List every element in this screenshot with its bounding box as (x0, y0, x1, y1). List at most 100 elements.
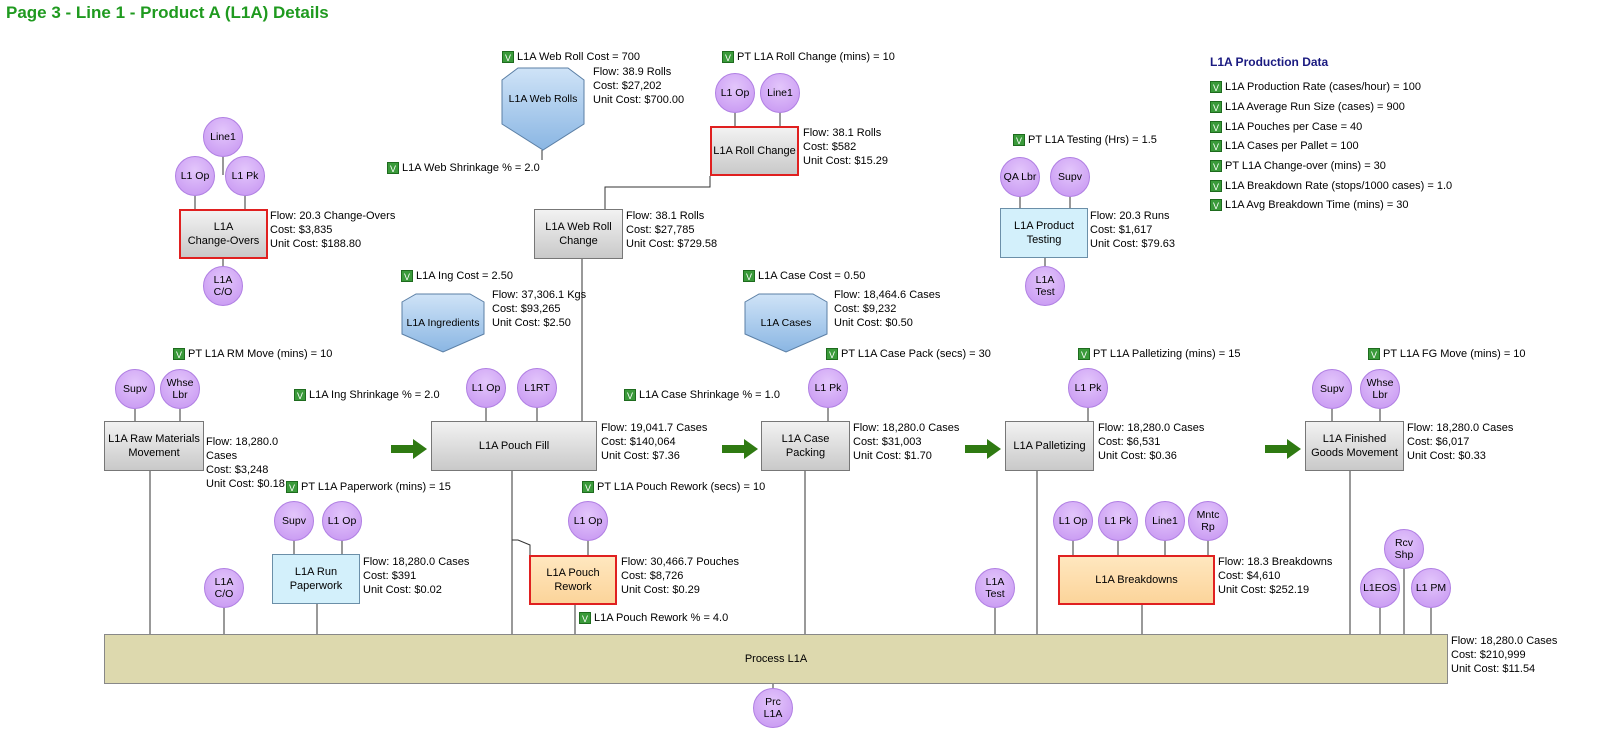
resource-prc-l1a[interactable]: Prc L1A (753, 688, 793, 728)
check-icon: V (294, 389, 306, 401)
web-rolls-store[interactable] (500, 66, 586, 152)
resource-l1-pk[interactable]: L1 Pk (1068, 368, 1108, 408)
ingredients-label: L1A Ingredients (406, 317, 480, 329)
resource-l1-op[interactable]: L1 Op (568, 501, 608, 541)
resource-l1-op[interactable]: L1 Op (466, 368, 506, 408)
resource-whse-lbr[interactable]: Whse Lbr (160, 369, 200, 409)
production-data-title: L1A Production Data (1210, 55, 1329, 69)
check-icon: V (1368, 348, 1380, 360)
resource-l1-op[interactable]: L1 Op (322, 501, 362, 541)
resource-l1eos[interactable]: L1EOS (1360, 568, 1400, 608)
run-paperwork-box[interactable]: L1A Run Paperwork (272, 554, 360, 604)
ingredients-store[interactable] (400, 292, 486, 354)
check-icon: V (743, 270, 755, 282)
check-icon: V (1210, 81, 1222, 93)
resource-mntc-rp[interactable]: Mntc Rp (1188, 501, 1228, 541)
resource-qa-lbr[interactable]: QA Lbr (1000, 157, 1040, 197)
resource-supv[interactable]: Supv (1312, 369, 1352, 409)
resource-l1a-test[interactable]: L1A Test (1025, 266, 1065, 306)
check-icon: V (387, 162, 399, 174)
roll-change-box[interactable]: L1A Roll Change (710, 126, 799, 176)
raw-materials-box[interactable]: L1A Raw Materials Movement (104, 421, 204, 471)
pouch-rework-box[interactable]: L1A Pouch Rework (529, 555, 617, 605)
resource-l1a-co[interactable]: L1A C/O (203, 266, 243, 306)
palletizing-box[interactable]: L1A Palletizing (1005, 421, 1094, 471)
resource-l1a-co[interactable]: L1A C/O (204, 568, 244, 608)
resource-line1[interactable]: Line1 (1145, 501, 1185, 541)
resource-supv[interactable]: Supv (274, 501, 314, 541)
web-rolls-label: L1A Web Rolls (508, 93, 578, 105)
resource-line1[interactable]: Line1 (203, 117, 243, 157)
check-icon: V (582, 481, 594, 493)
resource-l1a-test[interactable]: L1A Test (975, 568, 1015, 608)
resource-rcv-shp[interactable]: Rcv Shp (1384, 529, 1424, 569)
check-icon: V (502, 51, 514, 63)
cases-store[interactable] (743, 292, 829, 354)
case-packing-box[interactable]: L1A Case Packing (761, 421, 850, 471)
process-box[interactable]: Process L1A (104, 634, 1448, 684)
resource-supv[interactable]: Supv (115, 369, 155, 409)
check-icon: V (579, 612, 591, 624)
resource-l1-pm[interactable]: L1 PM (1411, 568, 1451, 608)
flow-arrow-icon (391, 439, 427, 459)
resource-l1-op[interactable]: L1 Op (1053, 501, 1093, 541)
resource-whse-lbr[interactable]: Whse Lbr (1360, 369, 1400, 409)
product-testing-box[interactable]: L1A Product Testing (1000, 208, 1088, 258)
check-icon: V (286, 481, 298, 493)
resource-line1[interactable]: Line1 (760, 73, 800, 113)
web-roll-change-box[interactable]: L1A Web Roll Change (534, 209, 623, 259)
pouch-fill-box[interactable]: L1A Pouch Fill (431, 421, 597, 471)
process-resource-connector (772, 684, 774, 688)
finished-goods-box[interactable]: L1A Finished Goods Movement (1305, 421, 1404, 471)
resource-l1rt[interactable]: L1RT (517, 368, 557, 408)
check-icon: V (401, 270, 413, 282)
check-icon: V (1210, 160, 1222, 172)
change-overs-box[interactable]: L1A Change-Overs (179, 209, 268, 259)
flow-arrow-icon (722, 439, 758, 459)
check-icon: V (1210, 140, 1222, 152)
resource-l1-pk[interactable]: L1 Pk (225, 156, 265, 196)
check-icon: V (826, 348, 838, 360)
check-icon: V (1210, 199, 1222, 211)
resource-l1-op[interactable]: L1 Op (175, 156, 215, 196)
resource-supv[interactable]: Supv (1050, 157, 1090, 197)
page-title: Page 3 - Line 1 - Product A (L1A) Detail… (6, 3, 329, 22)
breakdowns-box[interactable]: L1A Breakdowns (1058, 555, 1215, 605)
resource-l1-op[interactable]: L1 Op (715, 73, 755, 113)
resource-l1-pk[interactable]: L1 Pk (808, 368, 848, 408)
flow-arrow-icon (965, 439, 1001, 459)
resource-l1-pk[interactable]: L1 Pk (1098, 501, 1138, 541)
check-icon: V (1210, 180, 1222, 192)
